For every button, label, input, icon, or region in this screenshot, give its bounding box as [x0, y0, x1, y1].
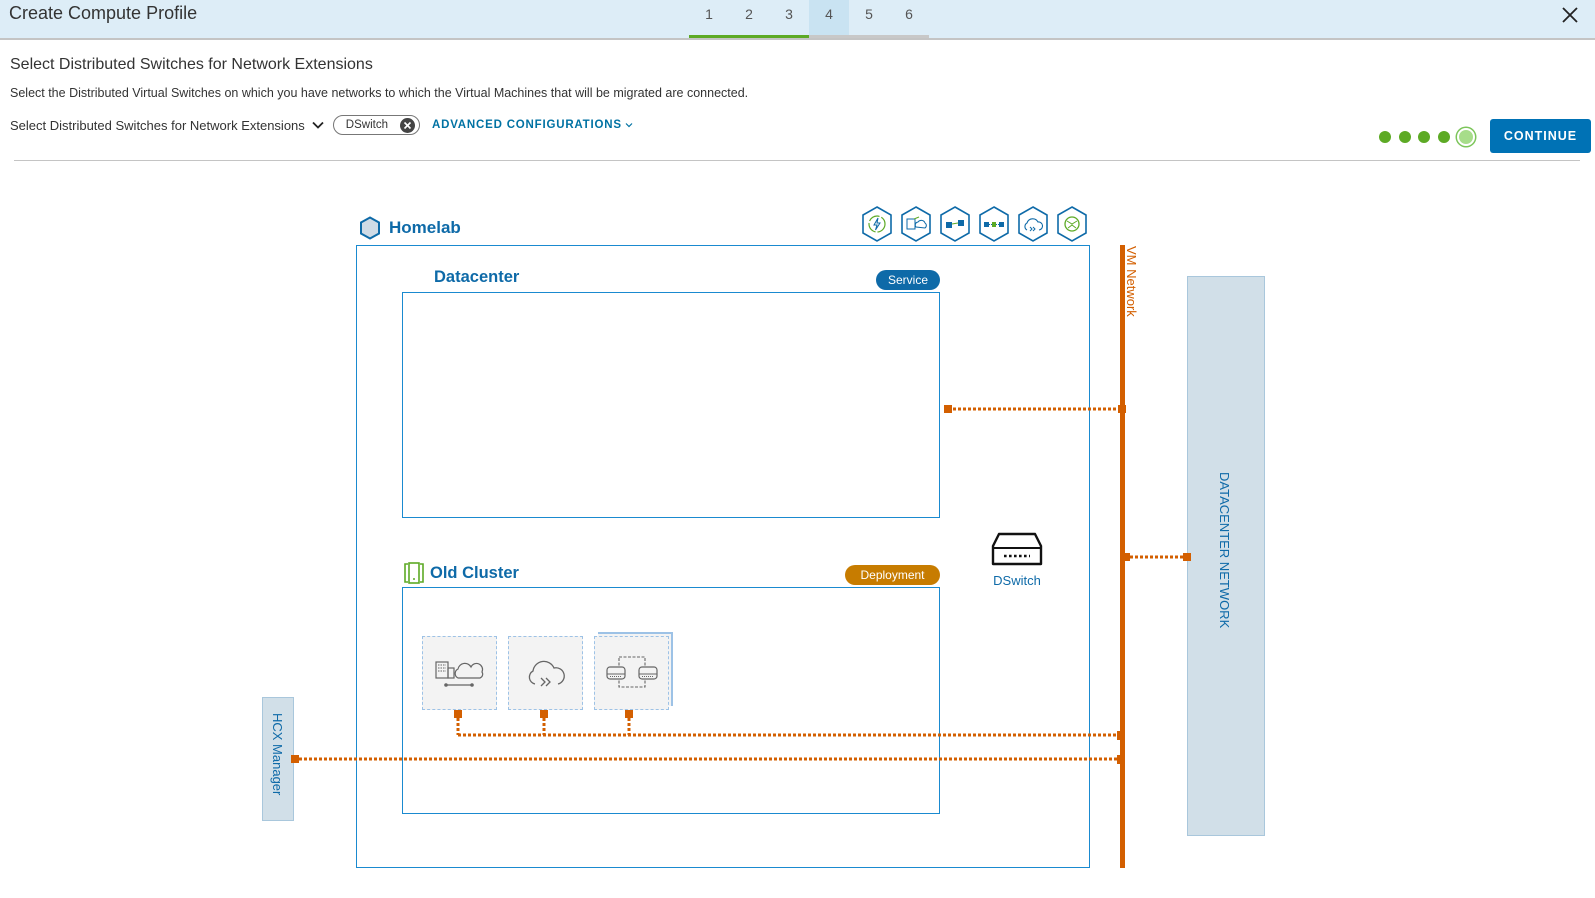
replication-icon[interactable]	[938, 205, 972, 243]
interconnect-appliance-icon	[434, 661, 483, 687]
selected-switch-chip: DSwitch	[332, 115, 420, 135]
progress-dot-complete	[1379, 131, 1391, 143]
progress-dot-complete	[1418, 131, 1430, 143]
hcx-manager-label: HCX Manager	[270, 713, 285, 796]
network-extension-appliance[interactable]	[594, 636, 669, 710]
switch-selector-dropdown[interactable]: Select Distributed Switches for Network …	[10, 117, 305, 133]
step-label: 1	[705, 6, 713, 22]
cluster-icon	[404, 562, 424, 584]
step-4[interactable]: 4	[809, 0, 849, 38]
site-label: Homelab	[359, 216, 461, 240]
chevron-down-icon[interactable]	[311, 118, 325, 132]
step-6[interactable]: 6	[889, 0, 929, 38]
datacenter-label: Datacenter	[434, 268, 520, 286]
step-label: 6	[905, 6, 913, 22]
wizard-steps: 1 2 3 4 5 6	[689, 0, 929, 40]
vm-network-label: VM Network	[1124, 246, 1139, 317]
step-label: 3	[785, 6, 793, 22]
switch-icon	[991, 532, 1043, 566]
vmotion-migration-icon[interactable]	[860, 205, 894, 243]
wizard-header: Create Compute Profile 1 2 3 4 5 6	[0, 0, 1595, 40]
step-bar	[809, 35, 849, 38]
close-icon[interactable]	[1559, 4, 1581, 26]
section-description: Select the Distributed Virtual Switches …	[10, 86, 749, 100]
deployment-badge: Deployment	[845, 565, 940, 585]
datacenter-container	[402, 292, 940, 518]
progress-dot-complete	[1437, 131, 1450, 143]
vm-network-line[interactable]	[1120, 245, 1125, 868]
datacenter-cloud-icon[interactable]	[899, 205, 933, 243]
step-bar	[889, 35, 929, 38]
wan-optimization-icon[interactable]	[1055, 205, 1089, 243]
switch-selector-row: Select Distributed Switches for Network …	[10, 114, 633, 136]
divider	[14, 160, 1580, 161]
step-bar	[769, 35, 809, 38]
advanced-configurations-link[interactable]: ADVANCED CONFIGURATIONS	[432, 119, 633, 131]
remove-chip-button[interactable]	[399, 117, 415, 133]
wan-opt-appliance-icon	[528, 660, 565, 687]
service-icons	[860, 205, 1094, 243]
wizard-progress-dots	[1379, 128, 1475, 146]
datacenter-network-link	[1122, 553, 1191, 561]
wizard-title: Create Compute Profile	[9, 3, 198, 23]
hcx-manager[interactable]	[262, 697, 294, 821]
step-label: 4	[825, 6, 833, 22]
step-3[interactable]: 3	[769, 0, 809, 38]
datacenter-network-label: DATACENTER NETWORK	[1217, 472, 1232, 629]
progress-dot-current	[1457, 128, 1475, 146]
advanced-configurations-label: ADVANCED CONFIGURATIONS	[431, 119, 622, 131]
chevron-down-icon	[625, 123, 633, 128]
step-bar	[729, 35, 769, 38]
network-extension-appliance-icon	[605, 656, 658, 688]
chip-label: DSwitch	[345, 119, 388, 131]
close-icon	[403, 121, 412, 129]
service-badge: Service	[876, 270, 940, 290]
step-bar	[689, 35, 729, 38]
wan-optimization-appliance[interactable]	[508, 636, 583, 710]
step-label: 2	[745, 6, 753, 22]
cluster-name: Old Cluster	[430, 563, 519, 582]
step-2[interactable]: 2	[729, 0, 769, 38]
site-name: Homelab	[389, 218, 461, 237]
cluster-container	[402, 587, 940, 814]
section-title: Select Distributed Switches for Network …	[10, 56, 373, 73]
step-label: 5	[865, 6, 873, 22]
interconnect-appliance[interactable]	[422, 636, 497, 710]
datacenter-network[interactable]	[1187, 276, 1265, 836]
dswitch-label: DSwitch	[993, 573, 1041, 588]
step-1[interactable]: 1	[689, 0, 729, 38]
site-container	[356, 245, 1090, 868]
network-extension-icon[interactable]	[977, 205, 1011, 243]
step-5[interactable]: 5	[849, 0, 889, 38]
hexagon-icon	[360, 216, 380, 240]
cloud-migration-icon[interactable]	[1016, 205, 1050, 243]
step-bar	[849, 35, 889, 38]
progress-dot-complete	[1398, 131, 1411, 143]
cluster-label: Old Cluster	[404, 562, 519, 584]
dswitch-node[interactable]: DSwitch	[988, 530, 1046, 588]
appliance-links	[454, 710, 1125, 740]
continue-button[interactable]: CONTINUE	[1490, 119, 1591, 153]
